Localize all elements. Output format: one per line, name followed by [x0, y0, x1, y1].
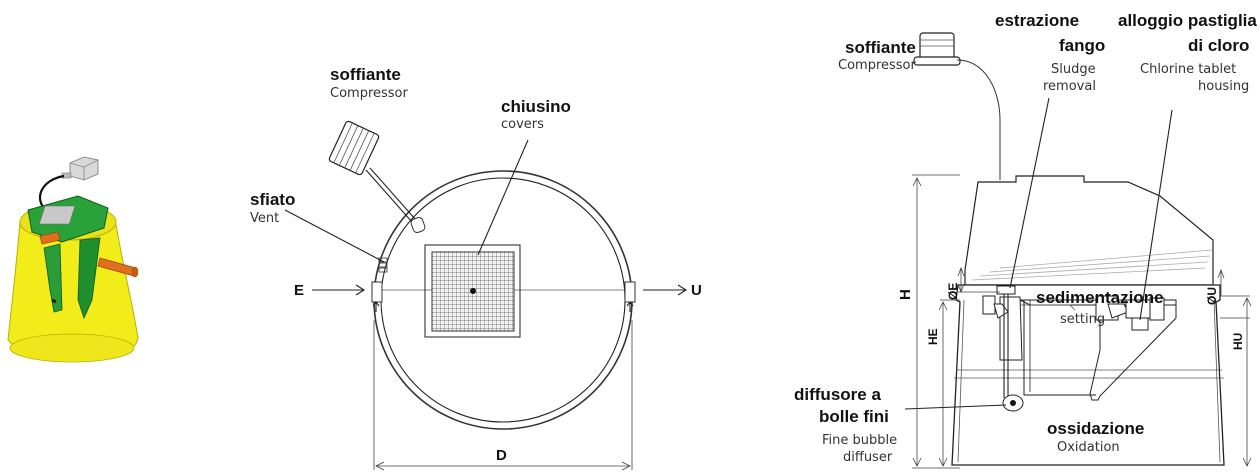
chlorine-leader — [1139, 109, 1173, 321]
vent-label: sfiato — [250, 190, 295, 209]
top-compressor-icon — [328, 120, 426, 234]
settling-cone — [999, 296, 1023, 361]
diffuser-icon — [1002, 394, 1024, 412]
dim-ou-label: ØU — [1205, 287, 1219, 305]
outlet-stub — [624, 281, 636, 303]
sludge-label-en-1: Sludge — [1051, 62, 1096, 77]
iso-compressor-icon — [61, 156, 99, 181]
oxidation-label: ossidazione — [1047, 419, 1144, 438]
cover-grid-icon — [424, 244, 521, 338]
section-view: soffiante Compressor estrazione fango Sl… — [794, 11, 1257, 469]
diffuser-label-2: bolle fini — [819, 407, 889, 426]
diameter-label: D — [496, 447, 507, 464]
iso-tank-illustration — [7, 156, 139, 363]
iso-green-cone — [77, 237, 101, 320]
sludge-label-en-2: removal — [1043, 79, 1096, 94]
dim-oe-label: ØE — [946, 283, 960, 300]
dim-hu-label: HU — [1231, 333, 1245, 350]
section-air-hose — [956, 59, 1001, 180]
section-lid — [964, 175, 1214, 286]
inlet-arrow — [312, 284, 366, 296]
iso-cover-plate — [38, 205, 76, 225]
sludge-leader — [1009, 97, 1050, 289]
diffuser-label-en-2: diffuser — [843, 450, 893, 465]
dim-he-line — [938, 301, 948, 467]
vent-label-en: Vent — [250, 211, 279, 226]
section-tank-body — [951, 284, 1225, 466]
outlet-label: U — [691, 282, 702, 299]
covers-label: chiusino — [501, 97, 571, 116]
settling-label-en: setting — [1060, 312, 1105, 327]
vent-leader — [284, 209, 385, 263]
diffuser-label-1: diffusore a — [794, 385, 881, 404]
inlet-label: E — [294, 282, 304, 299]
settling-label: sedimentazione — [1036, 288, 1164, 307]
diameter-dim-line — [375, 461, 631, 471]
chlorine-label-1: alloggio pastiglia — [1118, 11, 1257, 30]
top-compressor-label-en: Compressor — [330, 86, 409, 101]
diffuser-label-en-1: Fine bubble — [822, 433, 897, 448]
covers-leader — [477, 139, 529, 256]
top-view: soffiante Compressor chiusino covers sfi… — [250, 65, 702, 471]
top-compressor-label: soffiante — [330, 65, 401, 84]
sludge-label-1: estrazione — [995, 11, 1079, 30]
dim-h-label: H — [897, 289, 914, 300]
iso-outlet-pipe — [39, 231, 61, 245]
dim-he-label: HE — [926, 328, 940, 345]
chlorine-label-en-2: housing — [1198, 79, 1249, 94]
chlorine-label-2: di cloro — [1188, 36, 1249, 55]
covers-label-en: covers — [501, 117, 544, 132]
sludge-valve — [996, 285, 1016, 295]
sludge-label-2: fango — [1059, 36, 1105, 55]
section-compressor-icon — [913, 32, 961, 66]
oxidation-label-en: Oxidation — [1057, 440, 1120, 455]
inlet-stub — [371, 281, 383, 303]
dim-h-line — [912, 177, 922, 467]
chlorine-label-en-1: Chlorine tablet — [1140, 62, 1236, 77]
diffuser-leader — [904, 404, 1007, 410]
section-compressor-label: soffiante — [845, 38, 916, 57]
dim-hu-line — [1242, 297, 1252, 467]
partition-wall — [1023, 300, 1096, 396]
section-compressor-label-en: Compressor — [838, 58, 917, 73]
outlet-arrow — [643, 284, 688, 296]
